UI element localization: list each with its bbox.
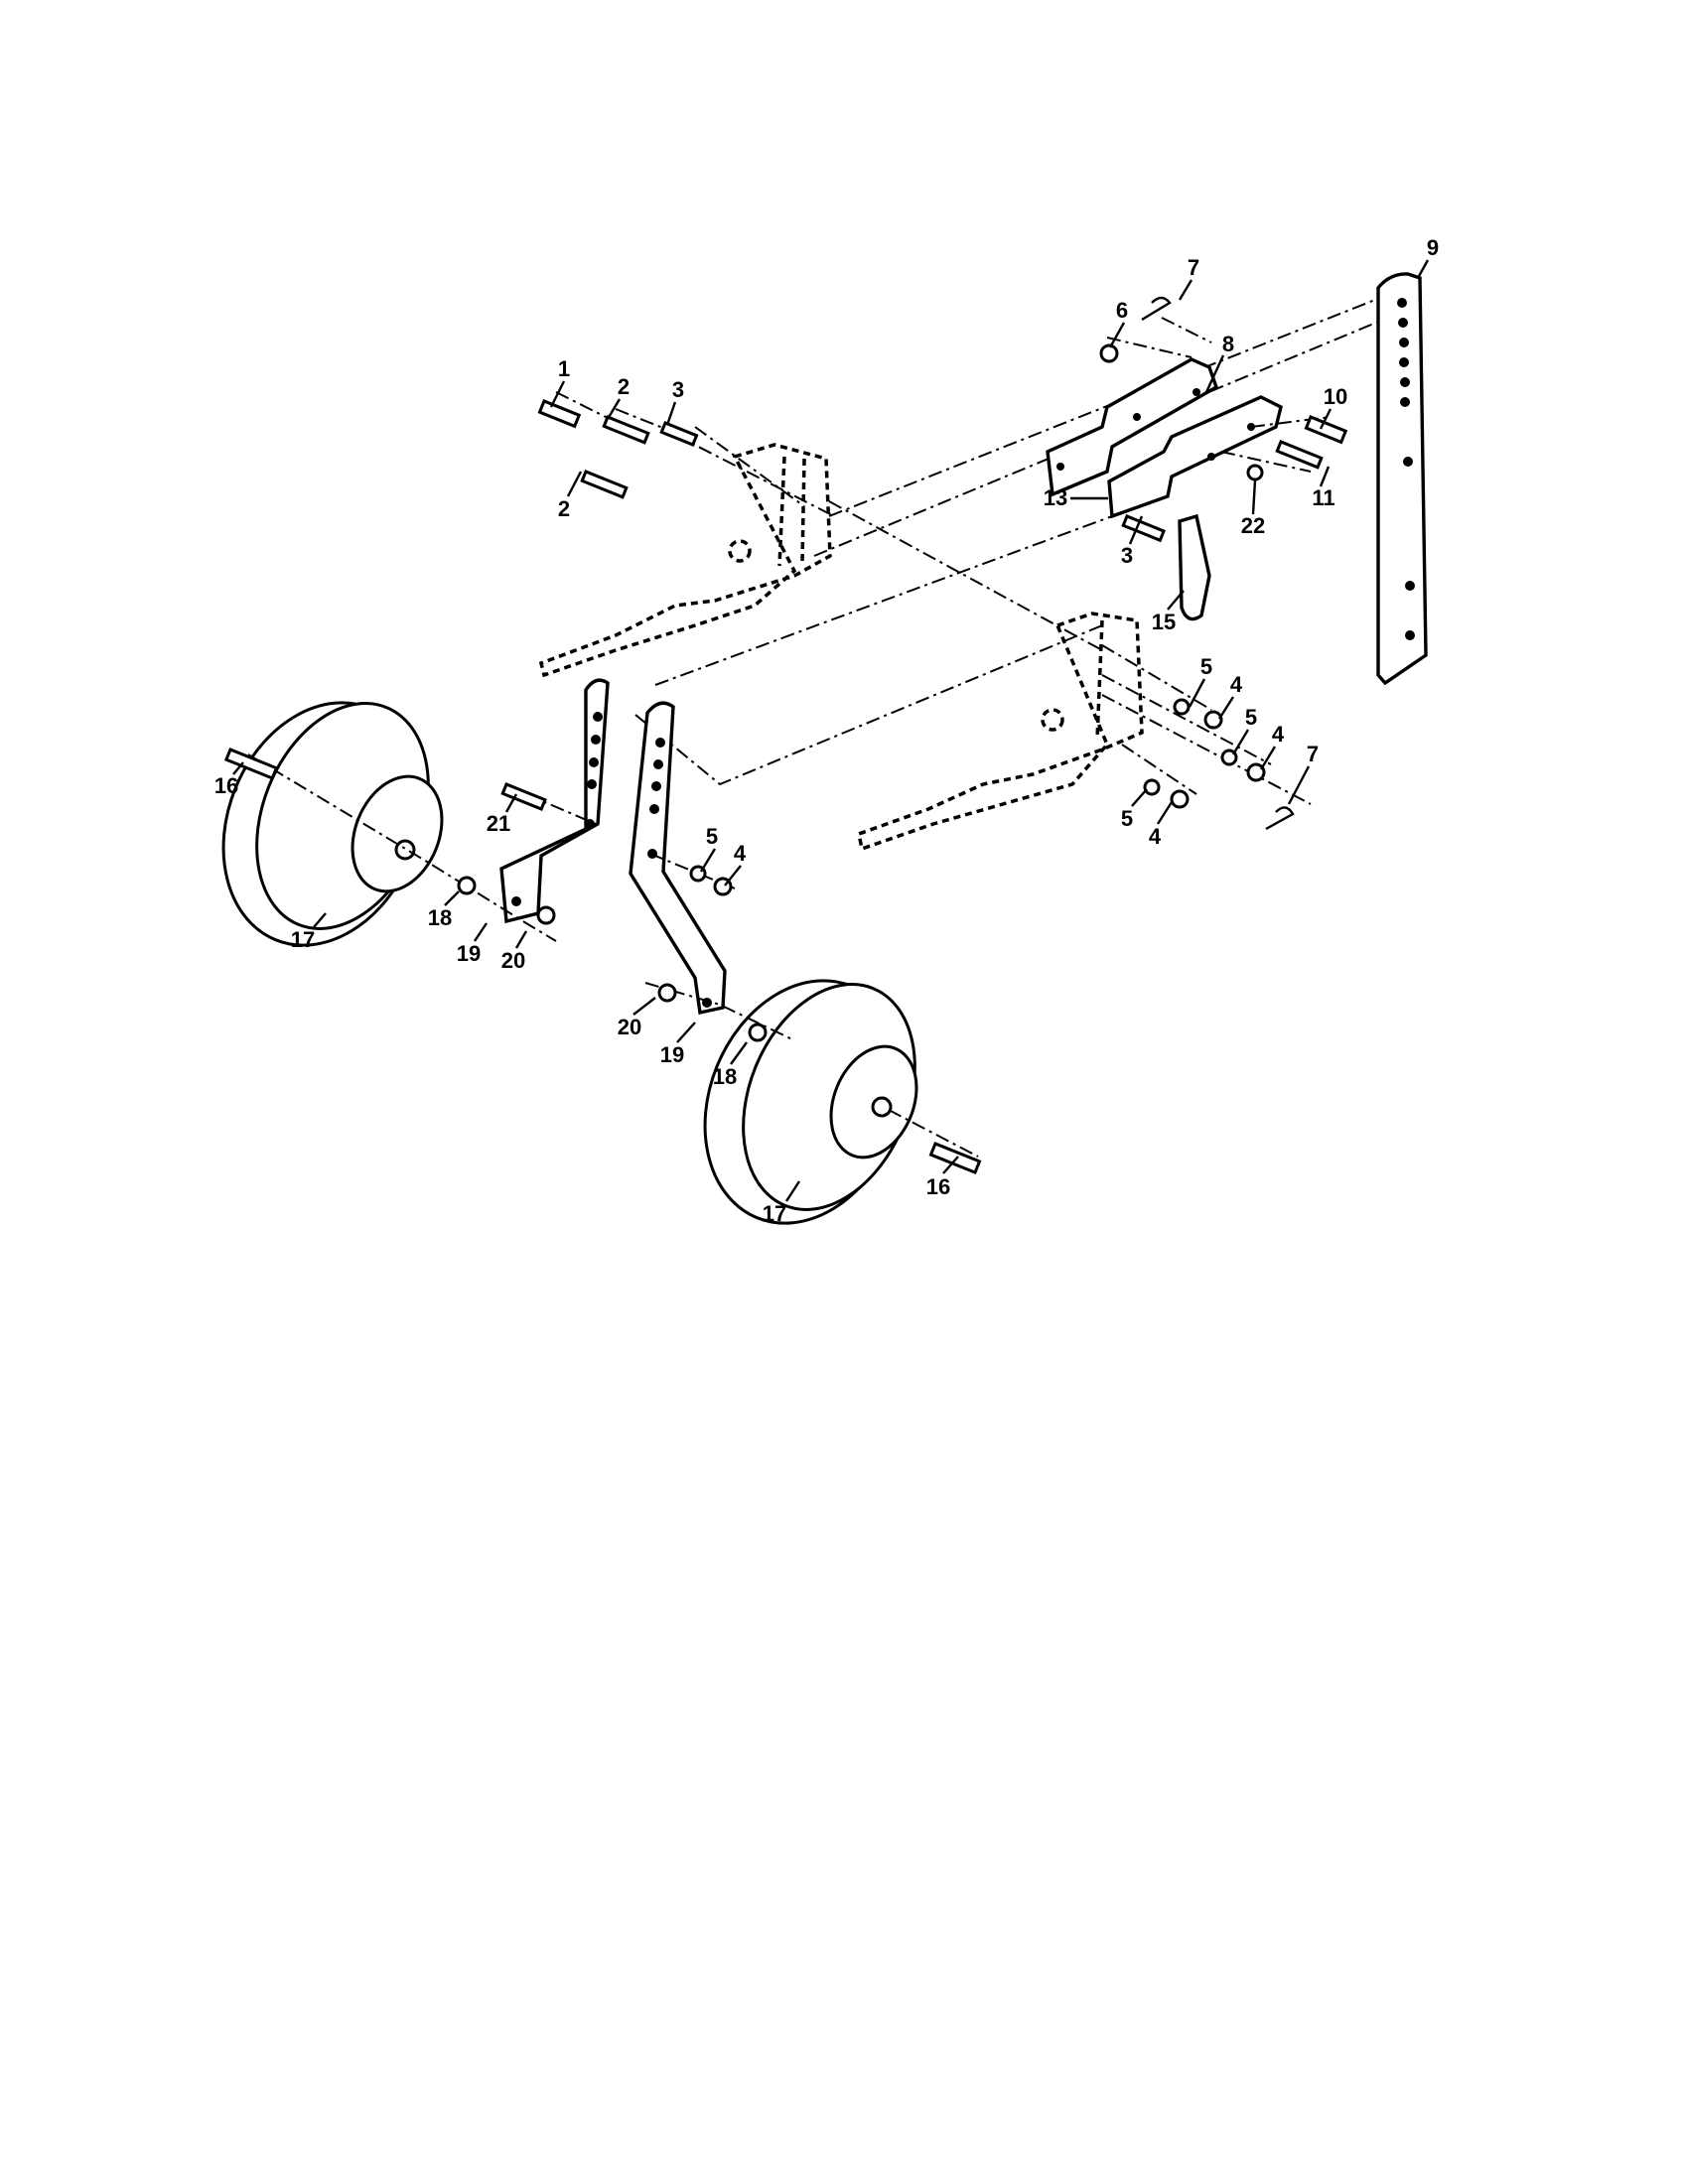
callout-11: 11 [1312,485,1335,510]
wheel-bracket-left [499,678,610,924]
callout-9: 9 [1426,235,1440,260]
callout-16: 16 [213,773,239,798]
callout-10: 10 [1323,384,1348,409]
callout-4: 4 [1148,824,1162,849]
callout-5: 5 [1199,654,1213,679]
callout-13: 13 [1043,485,1068,510]
leader-lines [232,259,1430,1202]
callout-3: 3 [671,377,685,402]
callout-22: 22 [1240,513,1266,538]
callout-17: 17 [290,927,316,952]
right-frame-side-plate [856,612,1144,852]
callout-18: 18 [427,905,453,930]
callout-8: 8 [1221,332,1235,356]
callout-1: 1 [557,356,571,381]
callout-17: 17 [762,1201,787,1226]
callout-19: 19 [456,941,482,966]
wheel-left [221,701,444,947]
callout-19: 19 [659,1042,685,1067]
callout-16: 16 [925,1174,951,1199]
callout-4: 4 [1229,672,1243,697]
callout-20: 20 [617,1015,642,1039]
callout-21: 21 [486,811,511,836]
callout-4: 4 [1271,722,1285,747]
callout-3: 3 [1120,543,1134,568]
fastener-icons [223,296,1348,1175]
callout-7: 7 [1187,255,1200,280]
callout-15: 15 [1151,610,1177,634]
wheel-bracket-right [629,701,727,1016]
hitch-brackets [1046,357,1283,519]
callout-2: 2 [557,496,571,521]
callout-4: 4 [733,841,747,866]
callout-5: 5 [1120,806,1134,831]
callout-5: 5 [705,824,719,849]
depth-stake [1376,272,1428,686]
callout-7: 7 [1306,742,1320,766]
callout-18: 18 [712,1064,738,1089]
callout-2: 2 [617,374,631,399]
callout-5: 5 [1244,705,1258,730]
left-frame-side-plate [538,443,832,678]
callout-20: 20 [500,948,526,973]
latch [1178,513,1211,621]
callout-6: 6 [1115,298,1129,323]
